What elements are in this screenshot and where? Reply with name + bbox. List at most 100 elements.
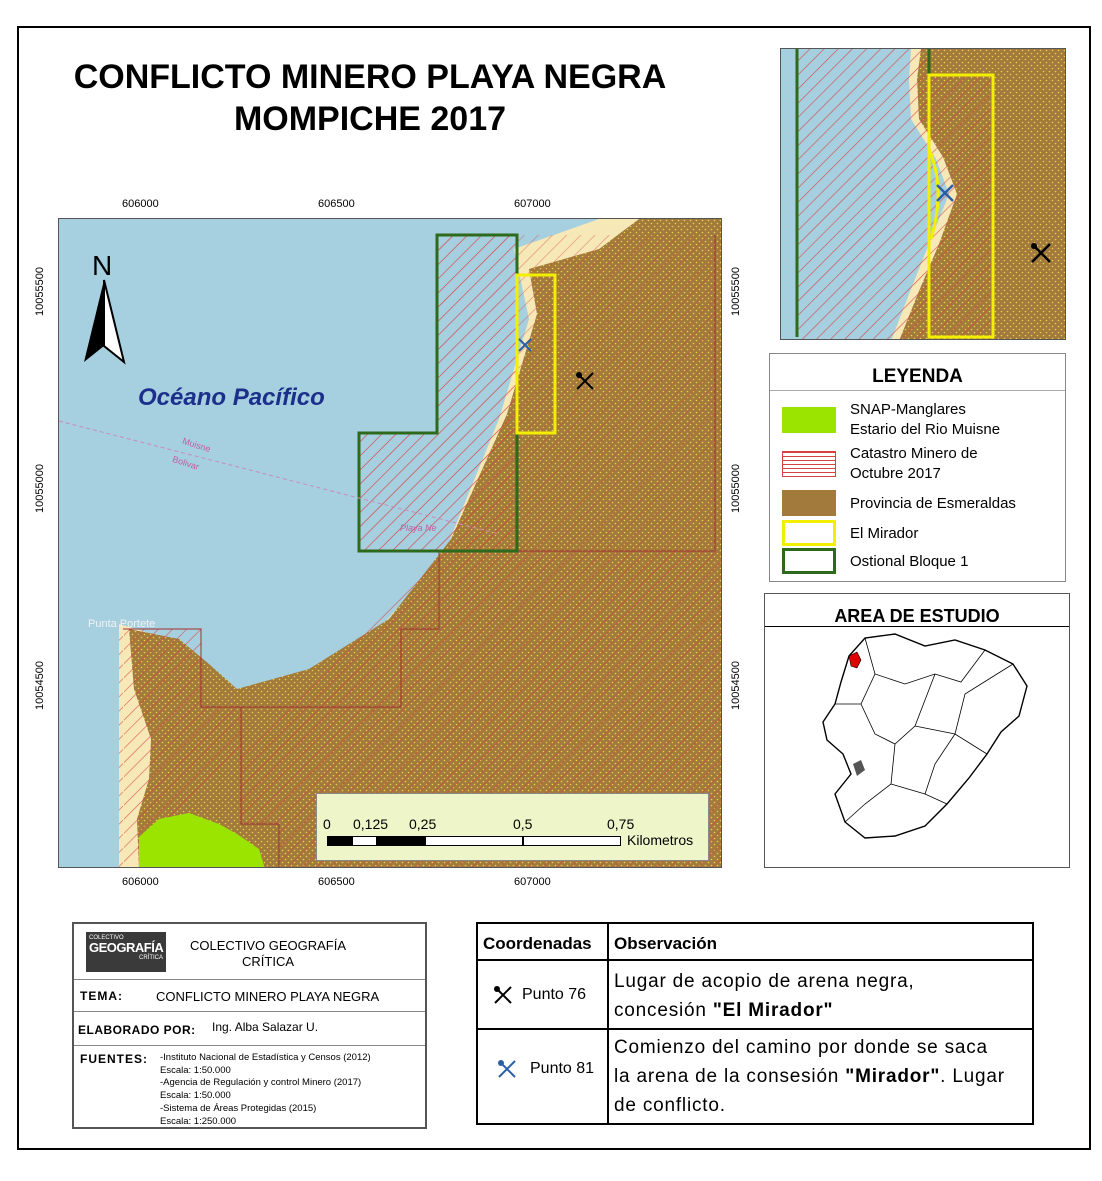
colectivo-logo: COLECTIVO GEOGRAFÍA CRÍTICA	[86, 932, 166, 972]
catastro-hatch-lower	[517, 235, 715, 551]
fuente-1: -Instituto Nacional de Estadística y Cen…	[160, 1052, 371, 1063]
col-header-coordenadas: Coordenadas	[483, 934, 592, 953]
map-frame	[17, 26, 1091, 1150]
legend-label-mangrove-2: Estario del Rio Muisne	[850, 421, 1001, 438]
legend-item-provincia: Provincia de Esmeraldas	[782, 490, 1016, 516]
logo-sub-text: CRÍTICA	[139, 955, 163, 961]
legend-label-provincia: Provincia de Esmeraldas	[850, 494, 1016, 512]
tema-value: CONFLICTO MINERO PLAYA NEGRA	[156, 989, 380, 1004]
scale-segment-1	[327, 836, 352, 846]
catastro-outline-2	[241, 235, 716, 708]
scale-tick-025: 0,25	[409, 816, 437, 832]
legend-swatch-mirador	[782, 520, 836, 546]
observation-76-line-2: concesión	[614, 1000, 713, 1021]
point-81-label: Punto 81	[530, 1060, 595, 1077]
y-tick-left-10055500: 10055500	[34, 267, 46, 316]
y-tick-left-10055000: 10055000	[34, 464, 46, 513]
black-pickaxe-icon	[494, 986, 512, 1004]
inset-map-svg	[781, 49, 1065, 339]
scale-tick-0: 0	[323, 816, 331, 832]
study-area-panel: AREA DE ESTUDIO	[764, 593, 1070, 868]
y-tick-right-10054500: 10054500	[730, 661, 742, 710]
legend-label-catastro-1: Catastro Minero de	[850, 445, 978, 462]
legend: LEYENDA SNAP-Manglares Estario del Rio M…	[769, 353, 1066, 582]
logo-main-text: GEOGRAFÍA	[89, 940, 164, 955]
title-line-2: MOMPICHE 2017	[233, 100, 507, 138]
fuente-1-scale: Escala: 1:50.000	[160, 1064, 231, 1076]
point-76-label: Punto 76	[522, 986, 587, 1003]
observation-81-after: . Lugar	[940, 1066, 1005, 1087]
legend-title: LEYENDA	[872, 366, 963, 387]
observation-76: Lugar de acopio de arena negra, concesió…	[614, 967, 915, 1025]
legend-swatch-provincia	[782, 490, 836, 516]
study-area-divider	[765, 626, 1069, 627]
scale-tick-05: 0,5	[513, 816, 533, 832]
legend-item-catastro: Catastro Minero de Octubre 2017	[782, 444, 978, 484]
info-tema-row: TEMA: CONFLICTO MINERO PLAYA NEGRA	[74, 980, 425, 1012]
fuente-2-scale: Escala: 1:50.000	[160, 1090, 231, 1102]
study-area-title: AREA DE ESTUDIO	[834, 606, 1000, 626]
observation-81-line-3: de conflicto.	[614, 1095, 726, 1116]
info-elaborado-row: ELABORADO POR: Ing. Alba Salazar U.	[74, 1012, 425, 1046]
legend-label-mirador: El Mirador	[850, 524, 919, 542]
elaborado-value: Ing. Alba Salazar U.	[212, 1020, 319, 1034]
fuentes-list: -Instituto Nacional de Estadística y Cen…	[160, 1052, 371, 1128]
logo-top-text: COLECTIVO	[89, 935, 124, 941]
y-tick-left-10054500: 10054500	[34, 661, 46, 710]
fuente-3: -Sistema de Áreas Protegidas (2015)	[160, 1102, 317, 1114]
observation-81-bold: "Mirador"	[845, 1066, 941, 1087]
main-map[interactable]	[58, 218, 722, 868]
legend-divider	[770, 390, 1065, 391]
legend-label-ostional: Ostional Bloque 1	[850, 552, 969, 570]
blue-pickaxe-marker	[518, 338, 532, 352]
inset-map[interactable]	[780, 48, 1066, 340]
scale-segment-6	[523, 836, 621, 846]
scale-segment-2	[352, 836, 377, 846]
x-tick-bottom-607000: 607000	[514, 876, 551, 888]
tema-label: TEMA:	[80, 989, 123, 1003]
info-box: COLECTIVO GEOGRAFÍA CRÍTICA COLECTIVO GE…	[72, 922, 427, 1129]
ecuador-map-icon	[822, 633, 1028, 839]
mirador-polygon	[515, 273, 557, 435]
blue-pickaxe-icon	[498, 1060, 516, 1078]
x-tick-top-606500: 606500	[318, 198, 355, 210]
x-tick-bottom-606500: 606500	[318, 876, 355, 888]
observation-76-line-1: Lugar de acopio de arena negra,	[614, 971, 915, 992]
scale-tick-075: 0,75	[607, 816, 635, 832]
legend-swatch-catastro	[782, 451, 836, 477]
legend-item-mirador: El Mirador	[782, 520, 918, 546]
north-arrow-icon	[84, 279, 126, 365]
canton-boundary	[59, 420, 500, 535]
org-name-line-2: CRÍTICA	[242, 954, 295, 969]
ocean-label: Océano Pacífico	[138, 384, 325, 411]
mangrove-area	[139, 813, 265, 867]
main-map-svg	[59, 219, 721, 867]
scale-bar: 0 0,125 0,25 0,5 0,75 Kilometros	[316, 793, 709, 861]
y-tick-right-10055500: 10055500	[730, 267, 742, 316]
ostional-polygon	[357, 233, 519, 553]
org-name-line-1: COLECTIVO GEOGRAFÍA	[190, 938, 347, 953]
observation-81-line-2: la arena de la consesión	[614, 1066, 846, 1087]
x-tick-bottom-606000: 606000	[122, 876, 159, 888]
observation-81-line-1: Comienzo del camino por donde se saca	[614, 1037, 988, 1058]
black-pickaxe-marker	[576, 372, 594, 390]
org-name: COLECTIVO GEOGRAFÍA CRÍTICA	[190, 938, 346, 970]
observation-81: Comienzo del camino por donde se saca la…	[614, 1033, 1005, 1120]
table-column-divider	[607, 924, 609, 1123]
scale-segment-3	[377, 836, 425, 846]
x-tick-top-606000: 606000	[122, 198, 159, 210]
playa-negra-label: Playa Ne	[400, 523, 437, 533]
fuente-2: -Agencia de Regulación y control Minero …	[160, 1077, 362, 1089]
x-tick-top-607000: 607000	[514, 198, 551, 210]
info-header-row: COLECTIVO GEOGRAFÍA CRÍTICA COLECTIVO GE…	[74, 924, 425, 980]
north-letter: N	[92, 250, 113, 281]
title-line-1: CONFLICTO MINERO PLAYA NEGRA	[73, 58, 667, 96]
map-title: CONFLICTO MINERO PLAYA NEGRA MOMPICHE 20…	[30, 56, 710, 140]
scale-segment-4	[425, 836, 523, 846]
legend-item-mangrove: SNAP-Manglares Estario del Rio Muisne	[782, 400, 1000, 440]
table-row-point-81: Punto 81	[496, 1058, 594, 1080]
legend-label-mangrove-1: SNAP-Manglares	[850, 401, 966, 418]
legend-item-ostional: Ostional Bloque 1	[782, 548, 968, 574]
scale-unit: Kilometros	[627, 832, 694, 848]
legend-swatch-mangrove	[782, 407, 836, 433]
